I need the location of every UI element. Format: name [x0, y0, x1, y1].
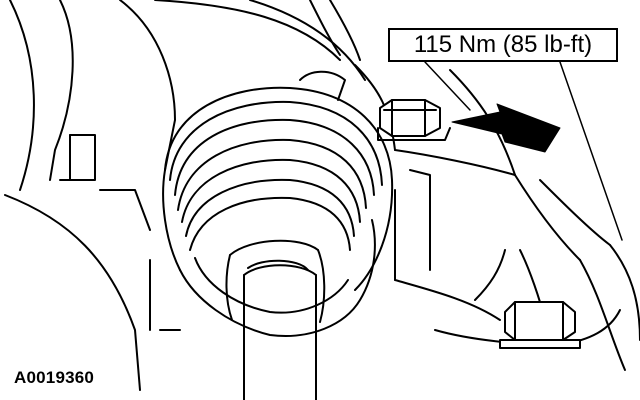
housing-outline: [4, 0, 640, 391]
torque-callout: 115 Nm (85 lb-ft): [388, 28, 618, 62]
lower-bolt: [499, 301, 581, 349]
leader-lines: [424, 61, 623, 241]
figure-id-label: A0019360: [14, 368, 95, 387]
upper-flange-bolt: [377, 99, 451, 141]
axle-shaft: [225, 239, 326, 400]
arrow-icon: [451, 103, 561, 153]
cv-joint-boot: [162, 86, 394, 337]
